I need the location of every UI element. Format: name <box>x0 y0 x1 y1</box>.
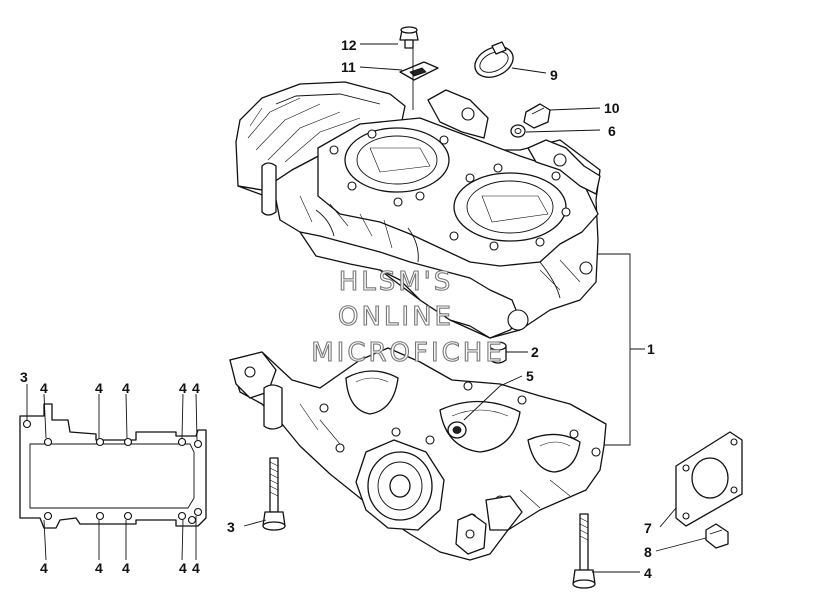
callout-3: 3 <box>227 519 235 535</box>
callout-10: 10 <box>604 100 620 116</box>
callout-2: 2 <box>531 344 539 360</box>
callout-4-top-3: 4 <box>122 380 130 396</box>
watermark-line-3: MICROFICHE <box>311 338 505 368</box>
callout-4-bottom-1: 4 <box>40 560 48 576</box>
callout-4-bottom-4: 4 <box>179 560 187 576</box>
callout-12: 12 <box>341 37 357 53</box>
callout-5: 5 <box>526 368 534 384</box>
callout-3-inset: 3 <box>20 369 28 385</box>
plug-10 <box>523 103 551 129</box>
callout-1: 1 <box>647 341 655 357</box>
washer-6-inner <box>514 128 522 134</box>
plug-5 <box>447 421 467 439</box>
callout-4-bottom-2: 4 <box>95 560 103 576</box>
stud-bolt-3 <box>262 457 286 531</box>
crankcase-bolt-4 <box>572 513 596 589</box>
watermark: HLSM'S ONLINE MICROFICHE <box>311 266 505 368</box>
washer-6 <box>510 124 526 138</box>
watermark-line-2: ONLINE <box>338 302 454 332</box>
plate-11 <box>399 61 439 81</box>
callout-9: 9 <box>550 67 558 83</box>
callout-4-top-2: 4 <box>95 380 103 396</box>
callout-4-bottom-5: 4 <box>192 560 200 576</box>
dowel-pin-2 <box>489 341 507 364</box>
callout-8: 8 <box>644 544 652 560</box>
callout-6: 6 <box>608 123 616 139</box>
callout-4: 4 <box>644 565 652 581</box>
bolt-8 <box>705 523 729 549</box>
callout-labels: 12 11 9 10 6 2 1 5 3 3 7 8 4 4 4 4 4 4 4… <box>20 37 655 581</box>
callout-11: 11 <box>341 59 356 75</box>
leader-lines <box>26 43 707 573</box>
upper-crankcase <box>235 81 601 339</box>
bolt-pattern-inset <box>19 403 207 529</box>
callout-4-top-4: 4 <box>179 380 187 396</box>
watermark-line-1: HLSM'S <box>339 267 454 297</box>
callout-4-top-5: 4 <box>192 380 200 396</box>
callout-7: 7 <box>644 520 652 536</box>
callout-4-bottom-3: 4 <box>122 560 130 576</box>
lower-crankcase <box>229 347 607 561</box>
snap-ring-9 <box>474 41 514 78</box>
callout-4-top-1: 4 <box>40 380 48 396</box>
bolt-12 <box>399 26 419 49</box>
gasket-7 <box>675 431 743 527</box>
